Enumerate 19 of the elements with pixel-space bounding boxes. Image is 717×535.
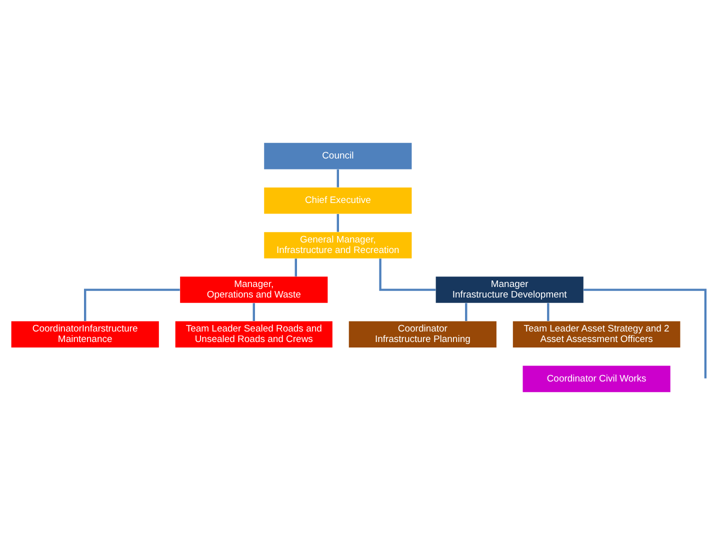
node-box: CoordinatorInfarstructure Maintenance [11, 321, 159, 348]
connector [336, 214, 339, 232]
node-box: Team Leader Sealed Roads and Unsealed Roads and Crews [175, 321, 332, 348]
connector [465, 303, 468, 321]
node-box: Manager Infrastructure Development [436, 276, 584, 303]
node-box: Manager, Operations and Waste [180, 276, 328, 303]
connector [252, 303, 255, 321]
node-box: Coordinator Infrastructure Planning [348, 321, 496, 348]
node-box: General Manager, Infrastructure and Recreation [264, 232, 412, 258]
connector [584, 288, 707, 378]
connector [336, 169, 339, 188]
node-box: Council [264, 142, 412, 170]
connector [84, 288, 180, 321]
node-box: Team Leader Asset Strategy and 2 Asset Assessment Officers [512, 321, 680, 348]
connector [547, 303, 550, 321]
node-box: Coordinator Civil Works [522, 366, 670, 392]
connector [379, 258, 436, 291]
connector [294, 258, 297, 276]
node-box: Chief Executive [264, 188, 412, 214]
